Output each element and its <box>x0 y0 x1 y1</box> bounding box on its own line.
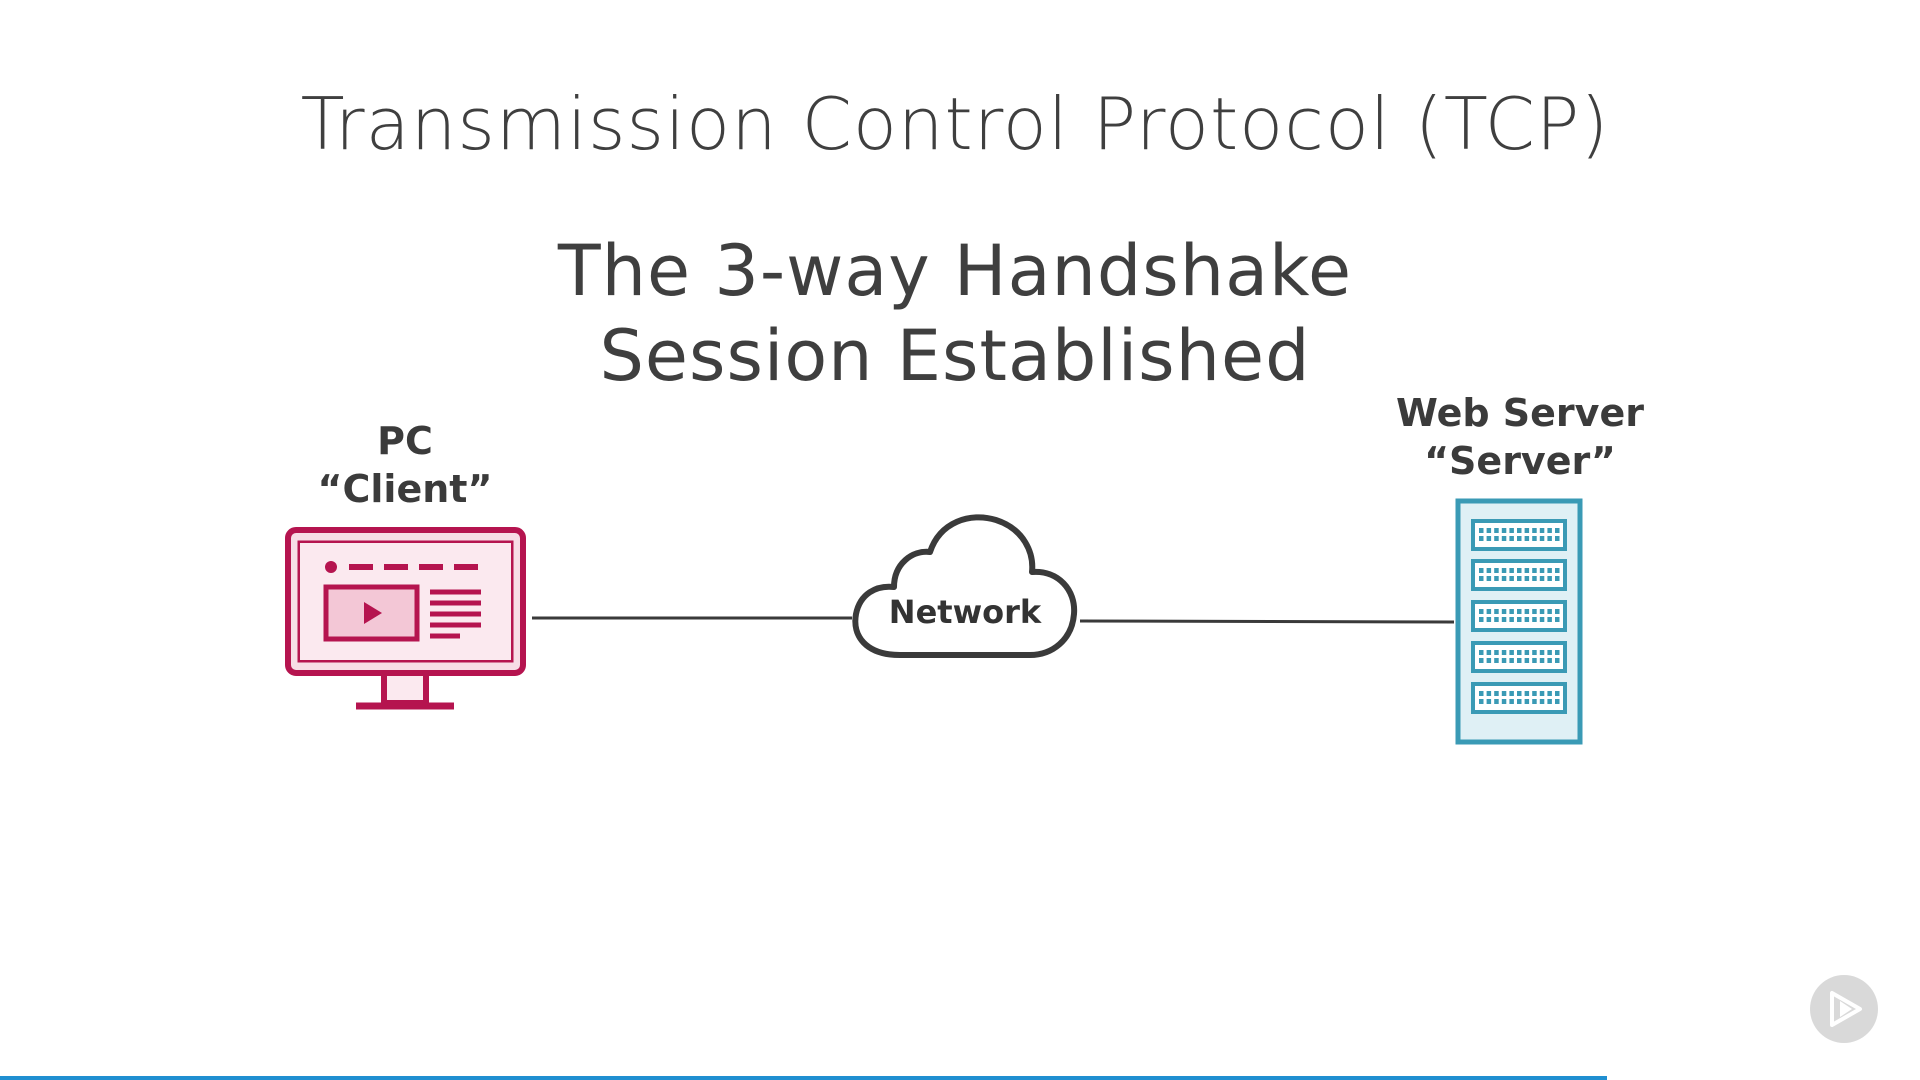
network-label: Network <box>889 593 1042 631</box>
server-label-name: Web Server <box>1396 391 1644 435</box>
client-label-name: PC <box>377 419 433 463</box>
client-label: PC “Client” <box>260 417 550 513</box>
slide-title: Transmission Control Protocol (TCP) <box>300 82 1610 166</box>
server-unit <box>1471 682 1567 714</box>
video-progress-bar[interactable] <box>0 1076 1608 1080</box>
client-label-role: “Client” <box>317 467 493 511</box>
play-icon <box>1830 991 1862 1027</box>
server-label-role: “Server” <box>1424 439 1616 483</box>
server-unit <box>1471 641 1567 673</box>
slide-subtitle-line1: The 3-way Handshake <box>557 230 1353 312</box>
play-button[interactable] <box>1810 975 1878 1043</box>
slide-subtitle-line2: Session Established <box>599 315 1311 397</box>
server-unit <box>1471 600 1567 632</box>
cloud-icon: Network <box>852 514 1078 658</box>
link-network-server <box>1079 619 1455 624</box>
server-unit <box>1471 559 1567 591</box>
server-rack-icon <box>1455 498 1583 745</box>
monitor-icon <box>285 527 526 710</box>
server-label: Web Server “Server” <box>1360 389 1680 485</box>
server-unit <box>1471 519 1567 551</box>
